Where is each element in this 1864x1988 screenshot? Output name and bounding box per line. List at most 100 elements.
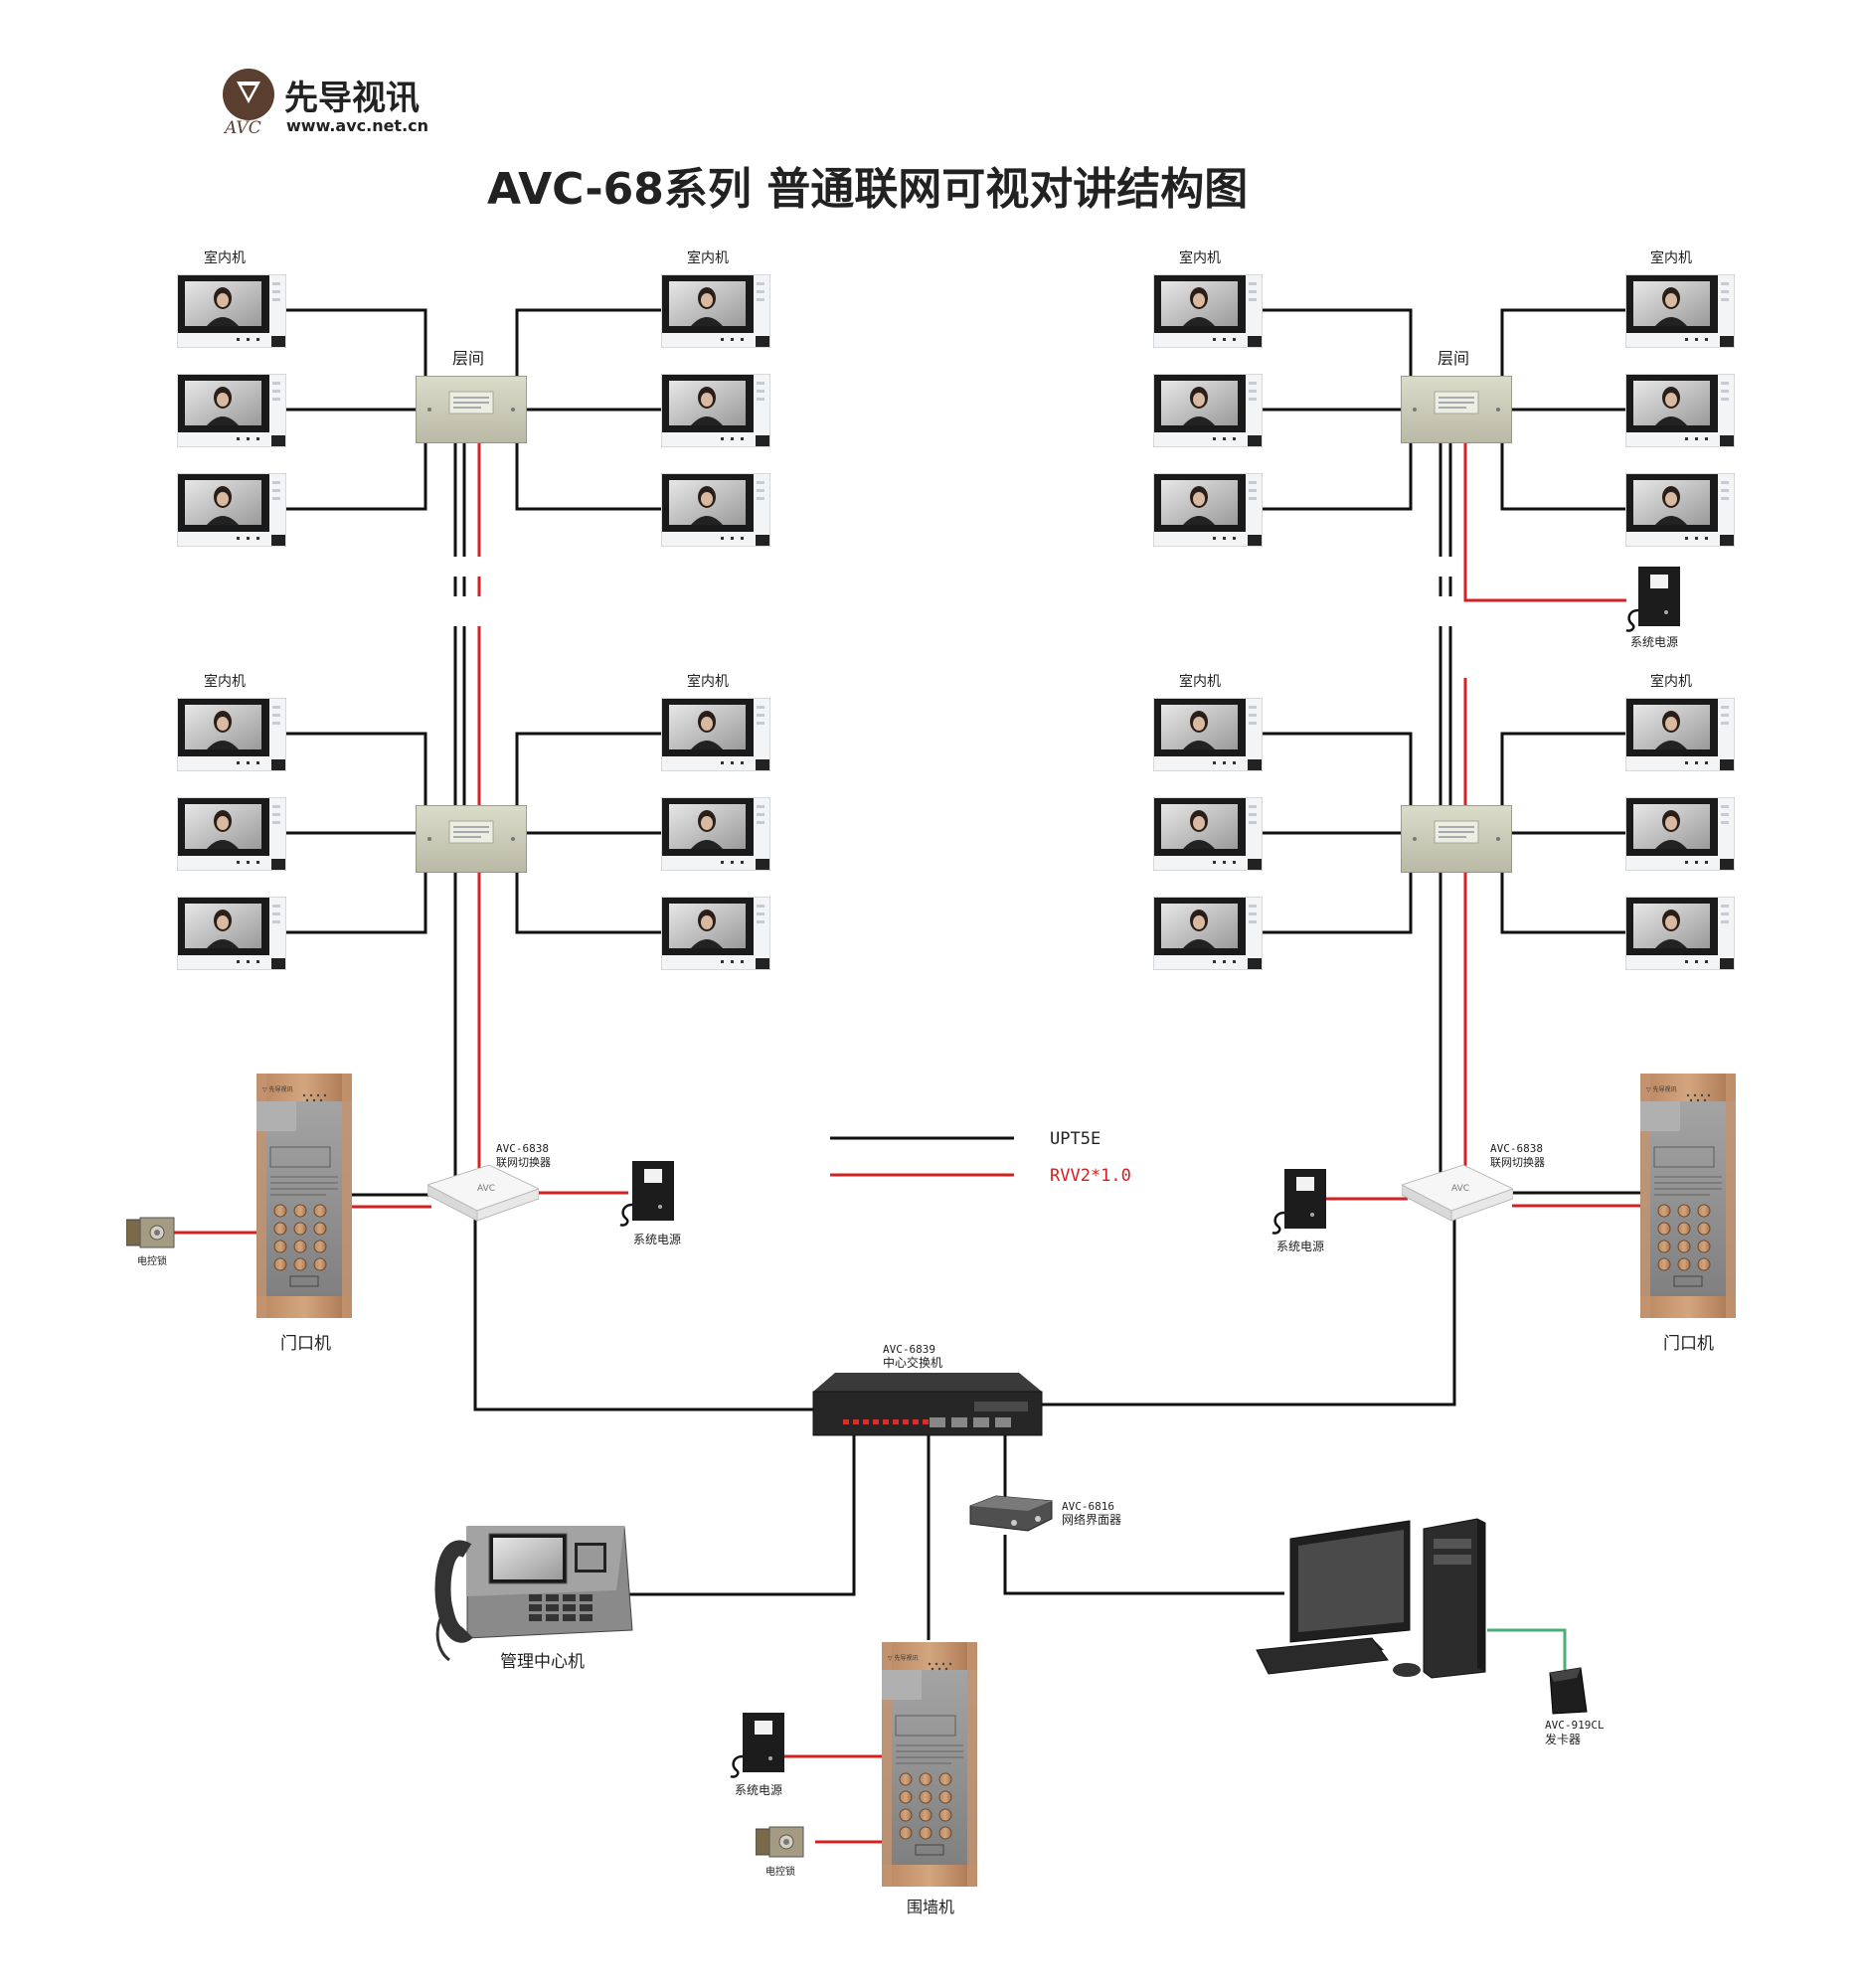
upt5e-cable xyxy=(1500,873,1625,934)
upt5e-cable xyxy=(1263,732,1413,805)
network-interface-device xyxy=(969,1495,1053,1532)
power-supply-label: 系统电源 xyxy=(633,1233,681,1246)
indoor-unit-label: 室内机 xyxy=(1650,249,1692,266)
upt5e-cable xyxy=(1263,443,1413,511)
switcher-name-left: 联网切换器 xyxy=(496,1155,551,1169)
indoor-monitor xyxy=(1153,698,1263,771)
floor-box-label: 层间 xyxy=(452,349,484,368)
indoor-monitor xyxy=(1625,897,1735,970)
upt5e-cable xyxy=(286,308,427,376)
wall-unit-label: 围墙机 xyxy=(907,1898,954,1916)
indoor-monitor xyxy=(1153,797,1263,871)
indoor-monitor xyxy=(177,374,286,447)
indoor-monitor xyxy=(177,797,286,871)
upt5e-cable xyxy=(286,873,427,934)
switcher-model-left: AVC-6838 xyxy=(496,1142,549,1155)
card-issuer-name: 发卡器 xyxy=(1545,1732,1581,1746)
indoor-unit-label: 室内机 xyxy=(204,673,246,690)
indoor-monitor xyxy=(1625,797,1735,871)
indoor-monitor xyxy=(177,698,286,771)
indoor-monitor xyxy=(1625,274,1735,348)
device-labels: AVC-6838 联网切换器 AVC-6838 联网切换器 系统电源 系统电源 … xyxy=(137,635,1714,1916)
upt5e-cable xyxy=(515,873,661,934)
indoor-monitor xyxy=(1153,473,1263,547)
network-switcher xyxy=(1402,1164,1513,1222)
indoor-monitor xyxy=(177,274,286,348)
power-supply-label: 系统电源 xyxy=(1630,635,1678,649)
upt5e-backbone xyxy=(473,1218,813,1411)
floor-distribution-box xyxy=(1401,805,1512,873)
devices xyxy=(126,274,1736,1887)
upt5e-cable xyxy=(515,732,661,805)
indoor-monitor xyxy=(1625,473,1735,547)
indoor-monitor xyxy=(661,897,770,970)
logo-url: www.avc.net.cn xyxy=(286,116,428,135)
upt5e-cable xyxy=(286,443,427,511)
indoor-monitor xyxy=(1625,374,1735,447)
indoor-unit-label: 室内机 xyxy=(204,249,246,266)
management-center-label: 管理中心机 xyxy=(500,1652,585,1672)
indoor-monitor xyxy=(661,797,770,871)
central-switch xyxy=(812,1373,1043,1436)
switcher-model-right: AVC-6838 xyxy=(1490,1142,1543,1155)
indoor-monitor xyxy=(661,274,770,348)
indoor-monitor xyxy=(661,473,770,547)
center-switch-model: AVC-6839 xyxy=(883,1343,935,1356)
upt5e-backbone xyxy=(1042,1218,1456,1407)
logo-brand-en: AVC xyxy=(223,118,261,138)
rvv-to-psu xyxy=(1463,443,1626,602)
upt5e-cable xyxy=(515,308,661,376)
power-supply-label: 系统电源 xyxy=(735,1783,782,1797)
indoor-unit-label: 室内机 xyxy=(687,673,729,690)
indoor-unit-labels: 室内机 室内机 室内机 室内机 室内机 室内机 室内机 室内机 xyxy=(204,249,1692,690)
card-issuer-device xyxy=(1549,1667,1588,1715)
indoor-monitor xyxy=(661,698,770,771)
indoor-monitor xyxy=(1153,274,1263,348)
wall-station xyxy=(882,1642,977,1887)
switcher-name-right: 联网切换器 xyxy=(1490,1155,1545,1169)
power-supply-box xyxy=(618,1161,674,1227)
center-switch-name: 中心交换机 xyxy=(883,1355,942,1370)
indoor-unit-label: 室内机 xyxy=(1179,673,1221,690)
floor-box-label: 层间 xyxy=(1438,349,1469,368)
legend-power-label: RVV2*1.0 xyxy=(1050,1166,1131,1186)
upt5e-cable xyxy=(1500,308,1625,376)
computer-workstation xyxy=(1256,1518,1486,1679)
management-center-phone xyxy=(434,1526,633,1662)
door-station xyxy=(256,1074,352,1318)
upt5e-cable xyxy=(1263,308,1413,376)
upt5e-cable xyxy=(614,1435,856,1596)
floor-distribution-box xyxy=(416,805,527,873)
electric-lock xyxy=(126,1217,175,1248)
door-station-label: 门口机 xyxy=(1663,1334,1714,1354)
indoor-unit-label: 室内机 xyxy=(1179,249,1221,266)
power-supply-box xyxy=(729,1713,784,1778)
page-title: AVC-68系列 普通联网可视对讲结构图 xyxy=(487,164,1248,215)
power-supply-label: 系统电源 xyxy=(1276,1240,1324,1253)
interface-name: 网络界面器 xyxy=(1062,1512,1121,1527)
upt5e-cable xyxy=(1500,443,1625,511)
indoor-monitor xyxy=(1153,374,1263,447)
indoor-monitor xyxy=(1625,698,1735,771)
upt5e-cable xyxy=(286,732,427,805)
indoor-unit-label: 室内机 xyxy=(687,249,729,266)
electric-lock xyxy=(756,1826,804,1858)
upt5e-cable xyxy=(515,443,661,511)
electric-lock-label: 电控锁 xyxy=(765,1865,795,1878)
indoor-monitor xyxy=(661,374,770,447)
indoor-monitor xyxy=(177,897,286,970)
usb-card-link xyxy=(1487,1628,1567,1670)
power-supply-box xyxy=(1624,567,1680,632)
avc-logo: 先导视讯 AVC www.avc.net.cn xyxy=(223,69,428,138)
indoor-monitor xyxy=(177,473,286,547)
electric-lock-label: 电控锁 xyxy=(137,1254,167,1267)
wiring xyxy=(174,308,1646,1844)
upt5e-cable xyxy=(1263,873,1413,934)
interface-model: AVC-6816 xyxy=(1062,1500,1114,1513)
door-station xyxy=(1640,1074,1736,1318)
power-supply-box xyxy=(1271,1169,1326,1235)
upt5e-trunk xyxy=(430,873,457,1195)
indoor-unit-label: 室内机 xyxy=(1650,673,1692,690)
network-switcher xyxy=(427,1164,539,1222)
